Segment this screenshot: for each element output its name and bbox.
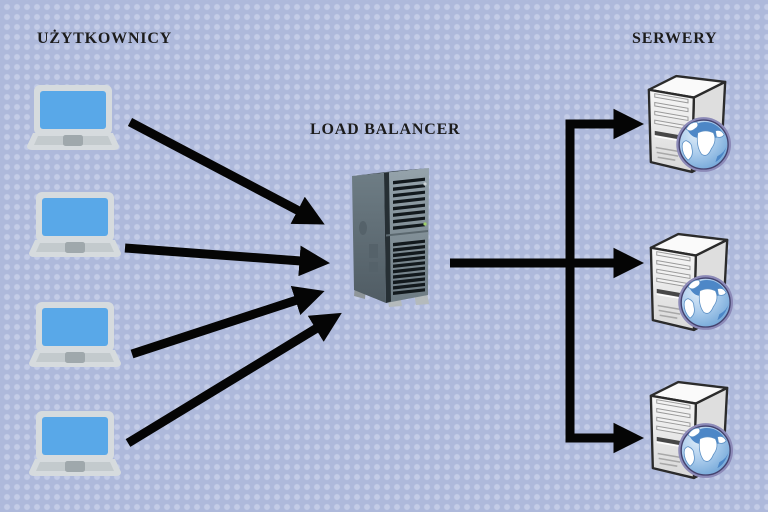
servers-group-label: SERWERY [632, 30, 718, 47]
arrow-user2-to-lb [124, 243, 330, 277]
arrow-user3-to-lb [130, 285, 325, 359]
arrow-user1-to-lb [127, 118, 325, 225]
arrow-user4-to-lb [125, 312, 342, 447]
users-group-label: UŻYTKOWNICY [37, 30, 173, 47]
load-balancer-label: LOAD BALANCER [310, 121, 461, 138]
